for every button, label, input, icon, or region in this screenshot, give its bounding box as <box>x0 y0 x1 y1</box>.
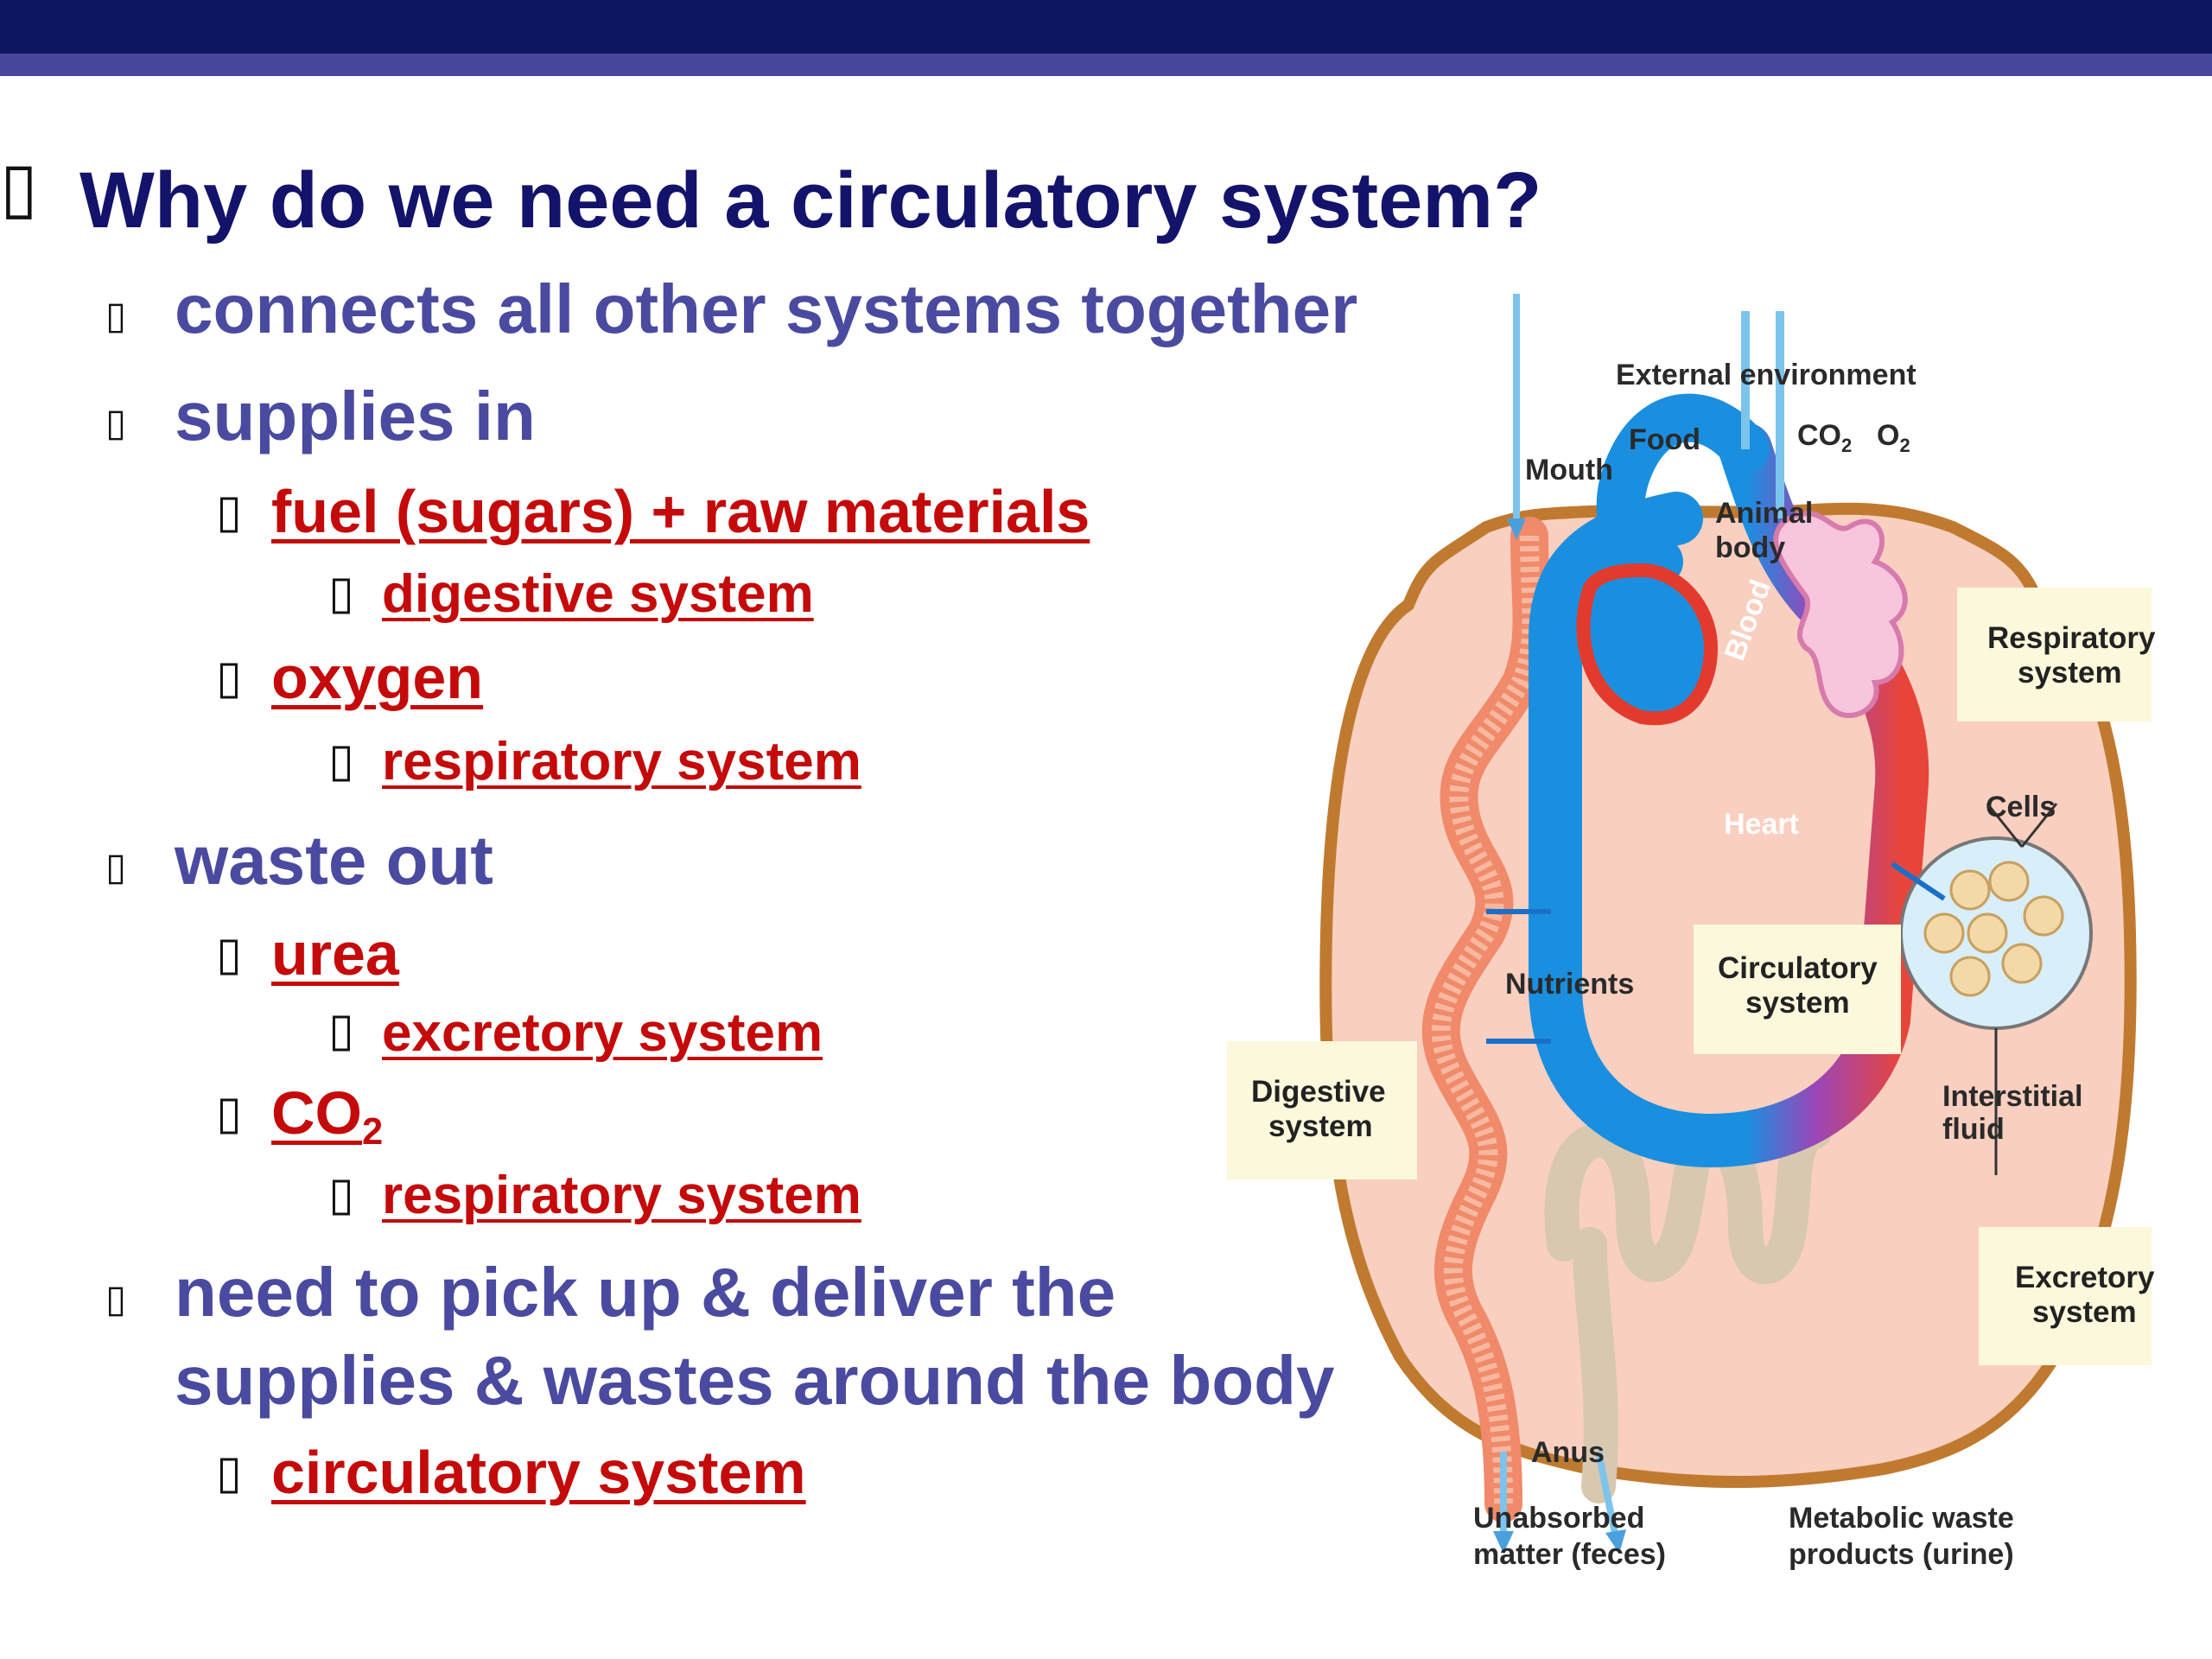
label-animal-body-1: Animal <box>1715 497 1813 530</box>
link-excretory-system[interactable]: excretory system <box>382 1003 823 1063</box>
urine-arrow-head <box>1605 1529 1626 1554</box>
bullet-marker: ▯ <box>328 733 354 787</box>
ureter <box>1573 1227 1618 1503</box>
header-bar-accent <box>0 54 2212 76</box>
bullet-marker: ▯ <box>105 401 127 445</box>
link-respiratory-system-1[interactable]: respiratory system <box>382 732 861 791</box>
label-external-environment: External environment <box>1616 359 1916 391</box>
bullet-need-2: supplies & wastes around the body <box>175 1342 1335 1419</box>
bullet-supplies: supplies in <box>175 378 536 454</box>
label-co2: CO2 <box>1797 419 1852 456</box>
label-urine-2: products (urine) <box>1789 1538 2014 1571</box>
link-digestive-system[interactable]: digestive system <box>382 564 814 624</box>
label-digestive-2: system <box>1268 1109 1373 1143</box>
circulatory-diagram: External environment Food CO2 O2 Mouth A… <box>1227 294 2156 1571</box>
label-respiratory-2: system <box>2018 656 2122 690</box>
heart <box>1576 563 1719 726</box>
bullet-waste-out: waste out <box>175 822 493 899</box>
feces-arrow-head <box>1493 1531 1514 1554</box>
label-urine-1: Metabolic waste <box>1789 1502 2014 1535</box>
label-mouth: Mouth <box>1525 454 1613 486</box>
urine-arrow <box>1595 1451 1619 1539</box>
food-arrow-head <box>1507 518 1526 540</box>
label-food: Food <box>1629 423 1700 456</box>
label-cells: Cells <box>1986 791 2056 823</box>
bullet-marker: ▯ <box>105 845 127 889</box>
bullet-connects: connects all other systems together <box>175 270 1358 347</box>
link-oxygen[interactable]: oxygen <box>271 644 484 711</box>
excretory-system-box <box>1979 1227 2152 1365</box>
label-circulatory-1: Circulatory <box>1718 951 1878 985</box>
circulatory-system-box <box>1694 925 1901 1054</box>
label-o2: O2 <box>1877 419 1910 456</box>
bullet-marker: ▯ <box>216 926 242 981</box>
bullet-marker: ▯ <box>328 1002 354 1057</box>
slide-title: Why do we need a circulatory system? <box>79 156 1542 245</box>
label-feces-2: matter (feces) <box>1473 1538 1666 1571</box>
excretory-tubules <box>1544 1115 1832 1285</box>
digestive-tract <box>1421 517 1551 1522</box>
bullet-marker: ▯ <box>328 565 354 620</box>
respiratory-system-box <box>1957 588 2152 721</box>
label-interstitial-1: Interstitial <box>1942 1080 2082 1113</box>
label-interstitial-2: fluid <box>1942 1113 2005 1146</box>
label-nutrients: Nutrients <box>1505 968 1634 1001</box>
label-respiratory-1: Respiratory <box>1987 621 2156 655</box>
label-digestive-1: Digestive <box>1251 1075 1386 1109</box>
bullet-need-1: need to pick up & deliver the <box>175 1254 1116 1331</box>
cells-pointer <box>1986 803 2024 848</box>
cells-pointer <box>2020 803 2058 848</box>
bullet-marker: ▯ <box>216 650 242 704</box>
label-excretory-2: system <box>2032 1295 2137 1329</box>
label-circulatory-2: system <box>1745 986 1850 1020</box>
bullet-marker: ▯ <box>216 1085 242 1140</box>
link-urea[interactable]: urea <box>271 920 399 988</box>
cells-magnifier <box>1899 836 2093 1030</box>
link-circulatory-system[interactable]: circulatory system <box>271 1439 806 1506</box>
bullet-marker: ▯ <box>216 484 242 538</box>
header-bar <box>0 0 2212 54</box>
label-heart: Heart <box>1724 808 1799 841</box>
bullet-marker: ▯ <box>216 1445 242 1499</box>
bullet-marker: ▯ <box>105 294 127 338</box>
link-co2[interactable]: CO2 <box>271 1079 384 1154</box>
link-fuel[interactable]: fuel (sugars) + raw materials <box>271 478 1090 545</box>
label-anus: Anus <box>1531 1436 1605 1469</box>
cell-arrow <box>1891 861 1946 901</box>
label-animal-body-2: body <box>1715 531 1785 564</box>
lungs <box>1773 511 1908 719</box>
bullet-marker: ▯ <box>105 1277 127 1321</box>
digestive-system-box <box>1227 1041 1417 1179</box>
label-feces-1: Unabsorbed <box>1473 1502 1644 1535</box>
link-respiratory-system-2[interactable]: respiratory system <box>382 1166 861 1225</box>
blood-vessel-upper <box>1596 393 1770 586</box>
bullet-marker: ▯ <box>0 147 39 227</box>
bullet-marker: ▯ <box>328 1166 354 1221</box>
label-excretory-1: Excretory <box>2015 1261 2155 1294</box>
